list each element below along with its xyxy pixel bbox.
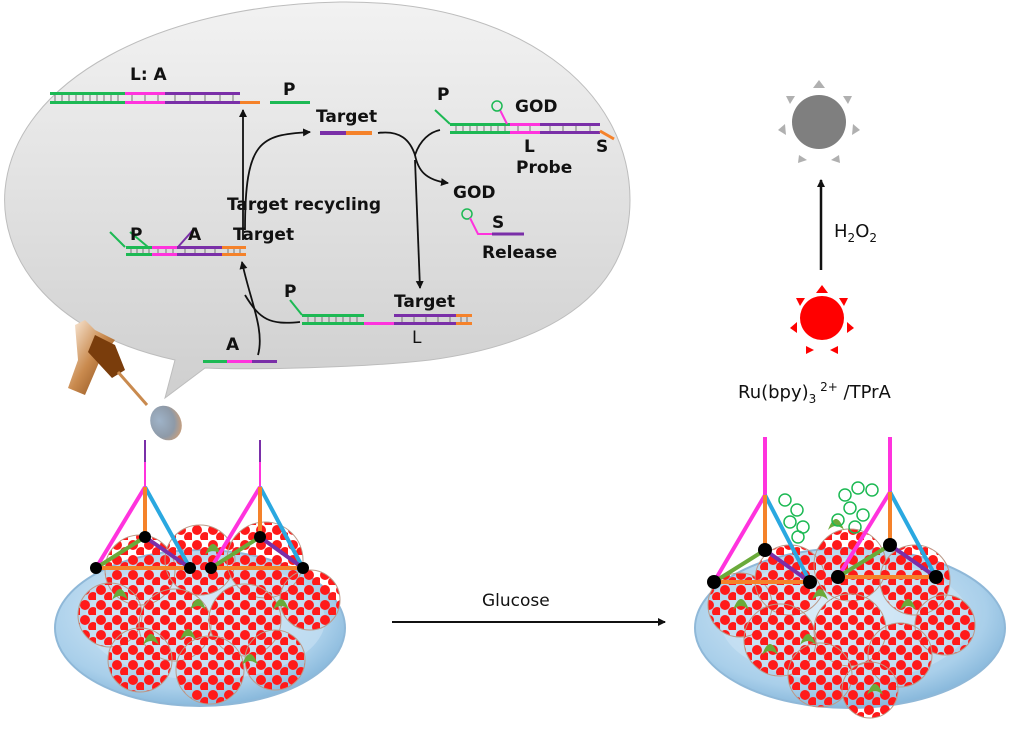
label-bottom-target: Target — [394, 292, 455, 312]
nanoparticle-cluster — [707, 528, 976, 719]
label-probe: Probe — [516, 158, 572, 178]
released-god-s: GOD S Release — [453, 183, 557, 263]
pipette-icon — [68, 320, 149, 406]
ecl-emitting-sun-icon — [790, 285, 854, 354]
a-strand: A — [203, 335, 277, 363]
dna-tetrahedron — [90, 440, 196, 574]
label-l-a: L: A — [130, 65, 168, 85]
label-target-recycling: Target recycling — [227, 195, 381, 215]
god-enzyme-icon — [461, 208, 473, 220]
bottom-complex: P Target L — [284, 282, 472, 348]
droplet-icon — [150, 405, 182, 441]
label-release: Release — [482, 243, 557, 263]
speech-bubble — [4, 1, 631, 400]
label-release-god: GOD — [453, 183, 496, 203]
label-probe-s: S — [596, 137, 608, 157]
duplex-l-a: L: A — [50, 65, 260, 104]
ecl-quenched-sun-icon — [778, 80, 860, 163]
dna-tetrahedron — [831, 437, 943, 584]
label-mid-a: A — [188, 225, 202, 245]
base-pairs — [54, 95, 234, 101]
electrode-before — [54, 440, 346, 707]
label-mid-p: P — [130, 225, 142, 245]
enzyme-leaf-icons — [112, 544, 289, 665]
label-probe-god: GOD — [515, 97, 558, 117]
glucose-arrow: Glucose — [392, 591, 666, 626]
label-probe-l: L — [524, 137, 535, 157]
h2o2-arrow: H2O2 — [817, 179, 877, 270]
arrow-to-target — [244, 128, 311, 231]
middle-complex: P A Target — [109, 225, 294, 256]
label-bottom-p: P — [284, 282, 296, 302]
label-target: Target — [316, 107, 377, 127]
label-a: A — [226, 335, 240, 355]
probe: P GOD L Probe S — [434, 85, 615, 178]
arrow-to-release — [414, 154, 449, 187]
label-release-s: S — [492, 213, 504, 233]
arrow-bottom-merge — [244, 294, 301, 324]
god-enzyme-icon — [491, 100, 503, 112]
label-ru-bpy-tpra: Ru(bpy)3 2+ /TPrA — [738, 380, 892, 406]
label-mid-target: Target — [233, 225, 294, 245]
dna-tetrahedron — [707, 437, 817, 589]
arrow-down-to-bottom — [414, 159, 424, 289]
reaction-arrows — [239, 109, 449, 356]
god-enzyme-cluster-icon — [778, 481, 879, 544]
free-p-strand: P — [270, 80, 310, 104]
dna-tetrahedron — [205, 440, 309, 574]
label-h2o2: H2O2 — [834, 221, 877, 245]
arrow-a-up — [239, 261, 261, 356]
target-strand: Target — [316, 107, 377, 135]
electrode-after — [694, 437, 1006, 719]
label-probe-p: P — [437, 85, 449, 105]
label-p: P — [283, 80, 295, 100]
label-bottom-l: L — [412, 328, 422, 348]
label-glucose: Glucose — [482, 591, 550, 611]
